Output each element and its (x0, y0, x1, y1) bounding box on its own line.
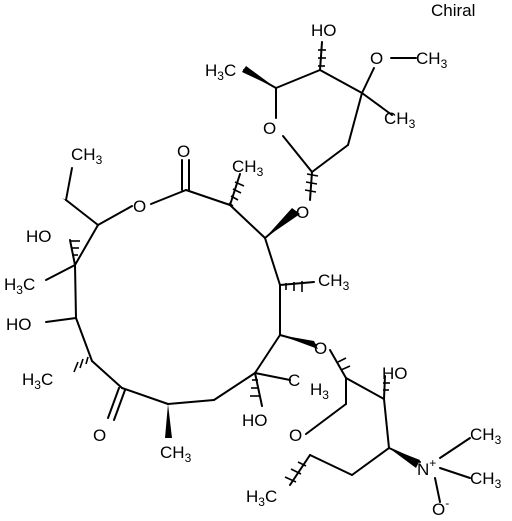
atom-lactone-carbonyl-oxygen: O (177, 142, 190, 161)
atom-methyl-desosamine-c5: H3C (246, 487, 277, 509)
atom-methyl-c12: H3C (4, 275, 35, 297)
hash-bonds (70, 49, 390, 483)
atom-cladinose-ring-oxygen: O (263, 119, 276, 138)
atom-methyl-cladinose-c5: H3C (205, 61, 236, 83)
atom-hydroxyl-c12: HO (26, 227, 52, 246)
atom-hydroxyl-desosamine: HO (382, 364, 408, 383)
atom-methoxy-oxygen: O (370, 49, 383, 68)
chiral-label: Chiral (431, 1, 475, 20)
atom-hydroxyl-c6: HO (242, 411, 268, 430)
atom-ring-oxygen: O (133, 197, 146, 216)
atom-labels: Chiral O O O CH3 CH3 HO H3C HO H3C CH3 C… (4, 1, 502, 519)
atom-n-oxide-oxygen: O- (432, 496, 449, 519)
atom-desosamine-ring-oxygen: O (289, 426, 302, 445)
wedge-bonds (62, 66, 420, 468)
atom-methoxy-methyl: CH3 (416, 49, 448, 71)
atom-methyl-c4: CH3 (318, 271, 350, 293)
bond-lines (45, 41, 471, 503)
atom-methyl-c10: H3C (22, 370, 53, 392)
atom-glycosidic-oxygen-lower: O (314, 339, 327, 358)
atom-ethyl-methyl: CH3 (71, 145, 103, 167)
atom-hydroxyl-cladinose: HO (311, 21, 337, 40)
atom-n-methyl-2: CH3 (470, 469, 502, 491)
atom-methyl-c6: C (288, 371, 300, 390)
atom-methyl-cladinose-c3: CH3 (384, 109, 416, 131)
atom-hydroxyl-c11: HO (6, 315, 32, 334)
atom-methyl-c8: CH3 (160, 443, 192, 465)
atom-h3-desosamine: H3 (310, 380, 329, 402)
atom-glycosidic-oxygen-upper: O (296, 203, 309, 222)
atom-n-oxide-nitrogen: N+ (417, 456, 436, 479)
atom-ketone-oxygen: O (93, 426, 106, 445)
atom-methyl-c2: CH3 (232, 157, 264, 179)
atom-n-methyl-1: CH3 (470, 425, 502, 447)
